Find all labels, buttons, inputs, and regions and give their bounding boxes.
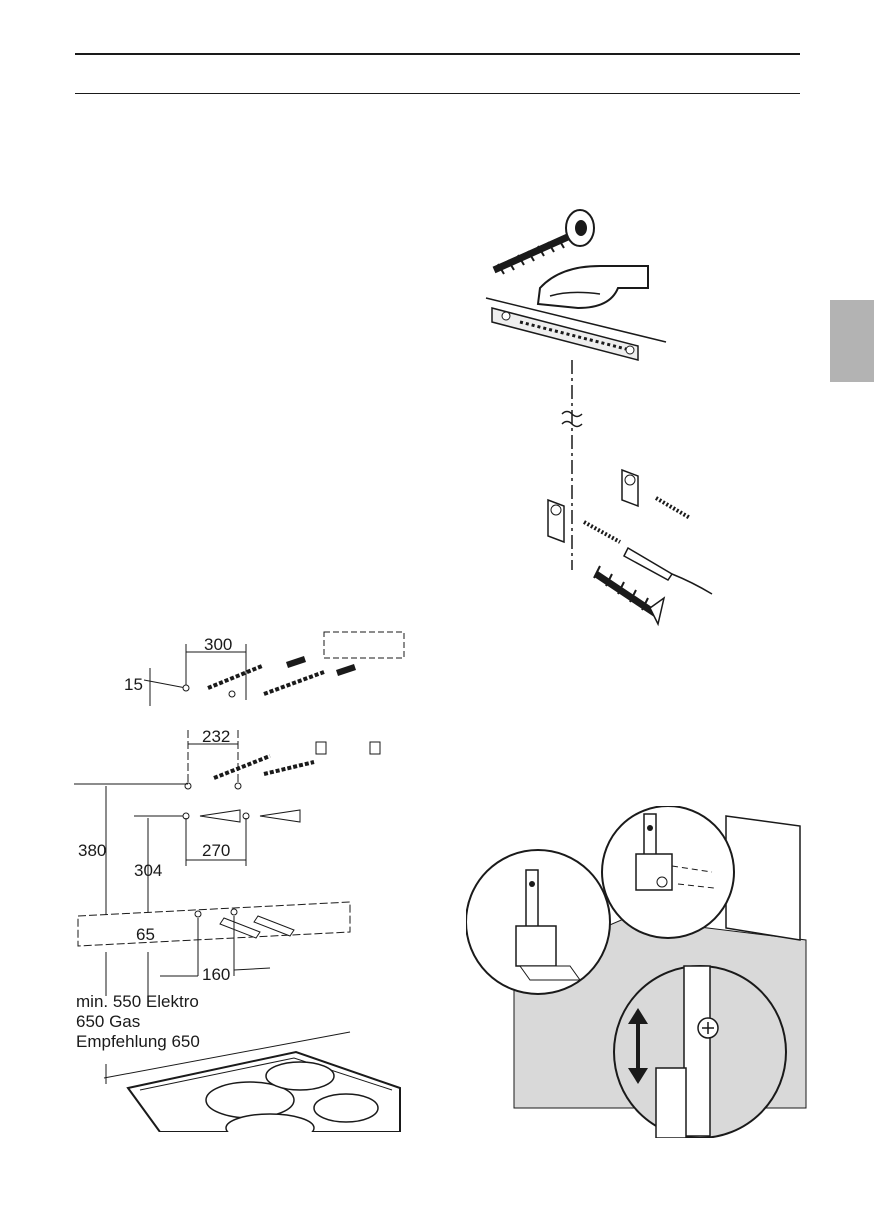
dimension-300: 300 — [204, 635, 232, 654]
dimension-160: 160 — [202, 965, 230, 984]
screw-icon — [494, 210, 594, 274]
dimension-65: 65 — [136, 925, 155, 944]
drill-icon — [214, 756, 314, 778]
drill-icon — [208, 666, 324, 694]
dimension-drawing: 300 15 232 380 304 270 65 — [74, 630, 420, 1000]
hand-icon — [538, 266, 648, 308]
bracket-icon — [316, 742, 380, 754]
screw-icon — [594, 566, 664, 624]
language-side-tab — [830, 300, 874, 382]
header-subrule — [75, 93, 800, 94]
min-height-electric: min. 550 Elektro — [76, 992, 199, 1012]
header-rule — [75, 53, 800, 55]
dimension-380: 380 — [78, 841, 106, 860]
hob-icon — [100, 1028, 410, 1132]
dimension-232: 232 — [202, 727, 230, 746]
dimension-304: 304 — [134, 861, 162, 880]
dimension-270: 270 — [202, 841, 230, 860]
bracket-detail-figure — [466, 806, 810, 1138]
rail-mounting-figure — [480, 200, 720, 640]
bracket-icon — [548, 470, 638, 542]
dimension-15: 15 — [124, 675, 143, 694]
